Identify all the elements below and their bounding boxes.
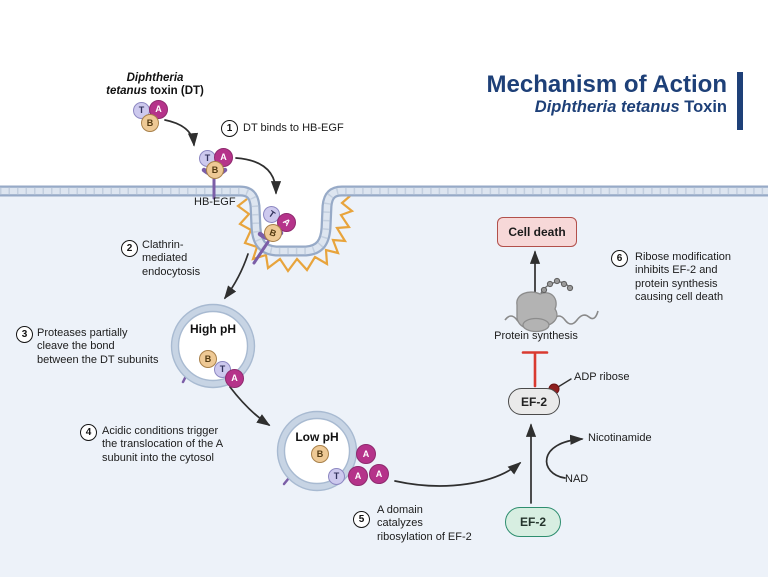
protein-synthesis-label: Protein synthesis	[494, 330, 578, 342]
toxin-label-line2-rest: toxin (DT)	[147, 85, 204, 98]
title-line2-rest: Toxin	[679, 98, 727, 117]
subunit-letter: T	[266, 208, 277, 220]
page-title: Mechanism of Action Diphtheria tetanus T…	[487, 72, 727, 130]
subunit-letter: B	[146, 117, 154, 128]
subunit-t-icon: T	[328, 468, 345, 485]
step-5-number: 5	[353, 511, 370, 528]
subunit-letter: T	[138, 105, 145, 115]
step-number-text: 4	[85, 427, 92, 438]
subunit-letter: A	[354, 470, 362, 481]
step-1-text: DT binds to HB-EGF	[243, 122, 344, 134]
subunit-letter: A	[220, 152, 227, 162]
title-line2-italic: Diphtheria tetanus	[534, 98, 680, 117]
nad-label: NAD	[565, 473, 589, 485]
toxin-label: Diphtheria tetanus toxin (DT)	[92, 72, 218, 98]
subunit-b-icon: B	[199, 350, 217, 368]
cell-death-box: Cell death	[497, 217, 577, 247]
ef2-free-pill: EF-2	[505, 507, 561, 537]
subunit-b-icon: B	[141, 114, 159, 132]
step-5-text: A domain catalyzes ribosylation of EF-2	[377, 504, 472, 543]
subunit-a-icon: A	[225, 369, 244, 388]
title-accent-bar	[737, 72, 743, 130]
subunit-letter: A	[155, 104, 162, 114]
high-ph-label: High pH	[190, 322, 236, 336]
subunit-letter: A	[362, 448, 370, 459]
subunit-b-icon: B	[206, 161, 224, 179]
toxin-label-line1: Diphtheria	[126, 72, 184, 84]
subunit-letter: A	[281, 216, 293, 228]
cell-death-label: Cell death	[508, 225, 566, 239]
subunit-letter: T	[219, 364, 226, 374]
ribosome-icon	[504, 277, 599, 333]
ef2-label: EF-2	[519, 515, 546, 529]
step-number-text: 3	[21, 329, 28, 340]
subunit-a-icon: A	[356, 444, 376, 464]
step-number-text: 6	[616, 253, 623, 264]
title-line1: Mechanism of Action	[486, 71, 727, 98]
title-block: Mechanism of Action Diphtheria tetanus T…	[487, 72, 743, 130]
nicotinamide-label: Nicotinamide	[588, 432, 652, 444]
step-4-number: 4	[80, 424, 97, 441]
subunit-letter: B	[204, 353, 212, 364]
ef2-label: EF-2	[520, 394, 547, 409]
step-1-number: 1	[221, 120, 238, 137]
subunit-letter: T	[204, 153, 211, 163]
step-number-text: 1	[226, 123, 233, 134]
ef2-modified-pill: EF-2	[508, 388, 560, 415]
step-4-text: Acidic conditions trigger the translocat…	[102, 425, 224, 464]
adp-ribose-label: ADP ribose	[574, 371, 630, 383]
toxin-label-line2-italic: tetanus	[106, 85, 148, 98]
step-3-text: Proteases partially cleave the bond betw…	[37, 327, 159, 366]
low-ph-label: Low pH	[295, 430, 339, 444]
step-6-text: Ribose modification inhibits EF-2 and pr…	[635, 251, 731, 304]
plasma-membrane	[0, 185, 768, 257]
title-line2: Diphtheria tetanus Toxin	[487, 97, 727, 118]
flow-arrows	[164, 119, 584, 504]
subunit-b-icon: B	[311, 445, 329, 463]
step-2-number: 2	[121, 240, 138, 257]
step-6-number: 6	[611, 250, 628, 267]
subunit-letter: B	[211, 164, 219, 175]
hb-egf-label: HB-EGF	[194, 196, 236, 208]
inhibition-tbar-icon	[521, 351, 549, 388]
subunit-letter: B	[268, 226, 278, 239]
step-2-text: Clathrin- mediated endocytosis	[142, 239, 201, 278]
subunit-letter: A	[375, 468, 383, 479]
high-ph-vesicle	[170, 303, 256, 389]
subunit-a-icon: A	[348, 466, 368, 486]
step-number-text: 2	[126, 243, 133, 254]
step-3-number: 3	[16, 326, 33, 343]
subunit-a-icon: A	[369, 464, 389, 484]
subunit-letter: A	[231, 373, 238, 383]
step-number-text: 5	[358, 514, 365, 525]
subunit-letter: T	[333, 471, 340, 481]
subunit-letter: B	[316, 448, 324, 459]
clathrin-coat	[236, 195, 355, 273]
